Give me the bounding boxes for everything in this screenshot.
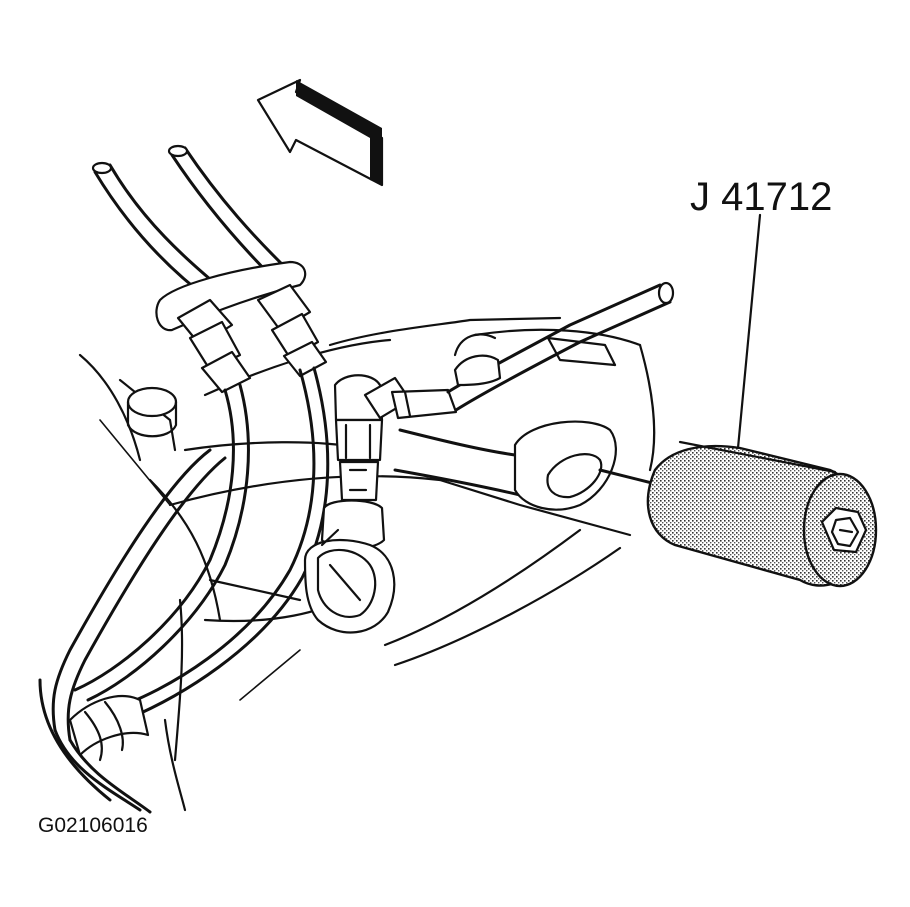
- label-leader-line: [736, 213, 762, 450]
- engine-body: [78, 316, 656, 812]
- forward-arrow-icon: [256, 78, 384, 187]
- return-line: [446, 281, 675, 412]
- tool-j41712: [646, 440, 878, 588]
- fitting-left: [176, 298, 252, 394]
- bent-fuel-lines: [38, 366, 330, 814]
- tool-rod: [393, 420, 662, 511]
- tool-label: J 41712: [690, 175, 832, 219]
- fitting-right: [256, 283, 328, 378]
- figure-code: G02106016: [38, 814, 148, 837]
- center-fitting: [303, 374, 458, 634]
